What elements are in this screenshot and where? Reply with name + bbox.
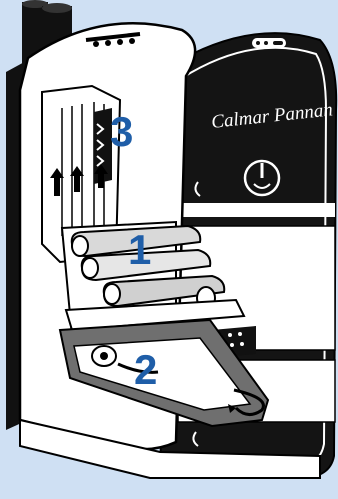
flow-arrow-icon — [117, 362, 159, 374]
burner-nozzle — [91, 345, 117, 367]
boiler-base — [19, 418, 321, 479]
callout-1: 1 — [128, 226, 151, 273]
return-arrow-icon — [233, 388, 265, 416]
callout-2: 2 — [134, 346, 157, 393]
door-band-upper — [178, 203, 335, 217]
flue-baffle-zigzag — [96, 123, 105, 167]
air-regulator-dial-icon — [243, 159, 281, 197]
door-hinge-top — [194, 181, 201, 197]
up-arrow-icon — [50, 164, 108, 196]
lower-chamber-floor — [73, 337, 252, 411]
return-arrow-head-icon — [228, 404, 236, 413]
control-panel — [252, 38, 286, 48]
grate — [64, 298, 256, 358]
top-grille — [85, 32, 141, 47]
callout-3: 3 — [110, 108, 133, 155]
door-hinge-bottom — [192, 431, 199, 447]
flue-pipes — [22, 0, 72, 72]
firewood-logs — [70, 224, 226, 310]
